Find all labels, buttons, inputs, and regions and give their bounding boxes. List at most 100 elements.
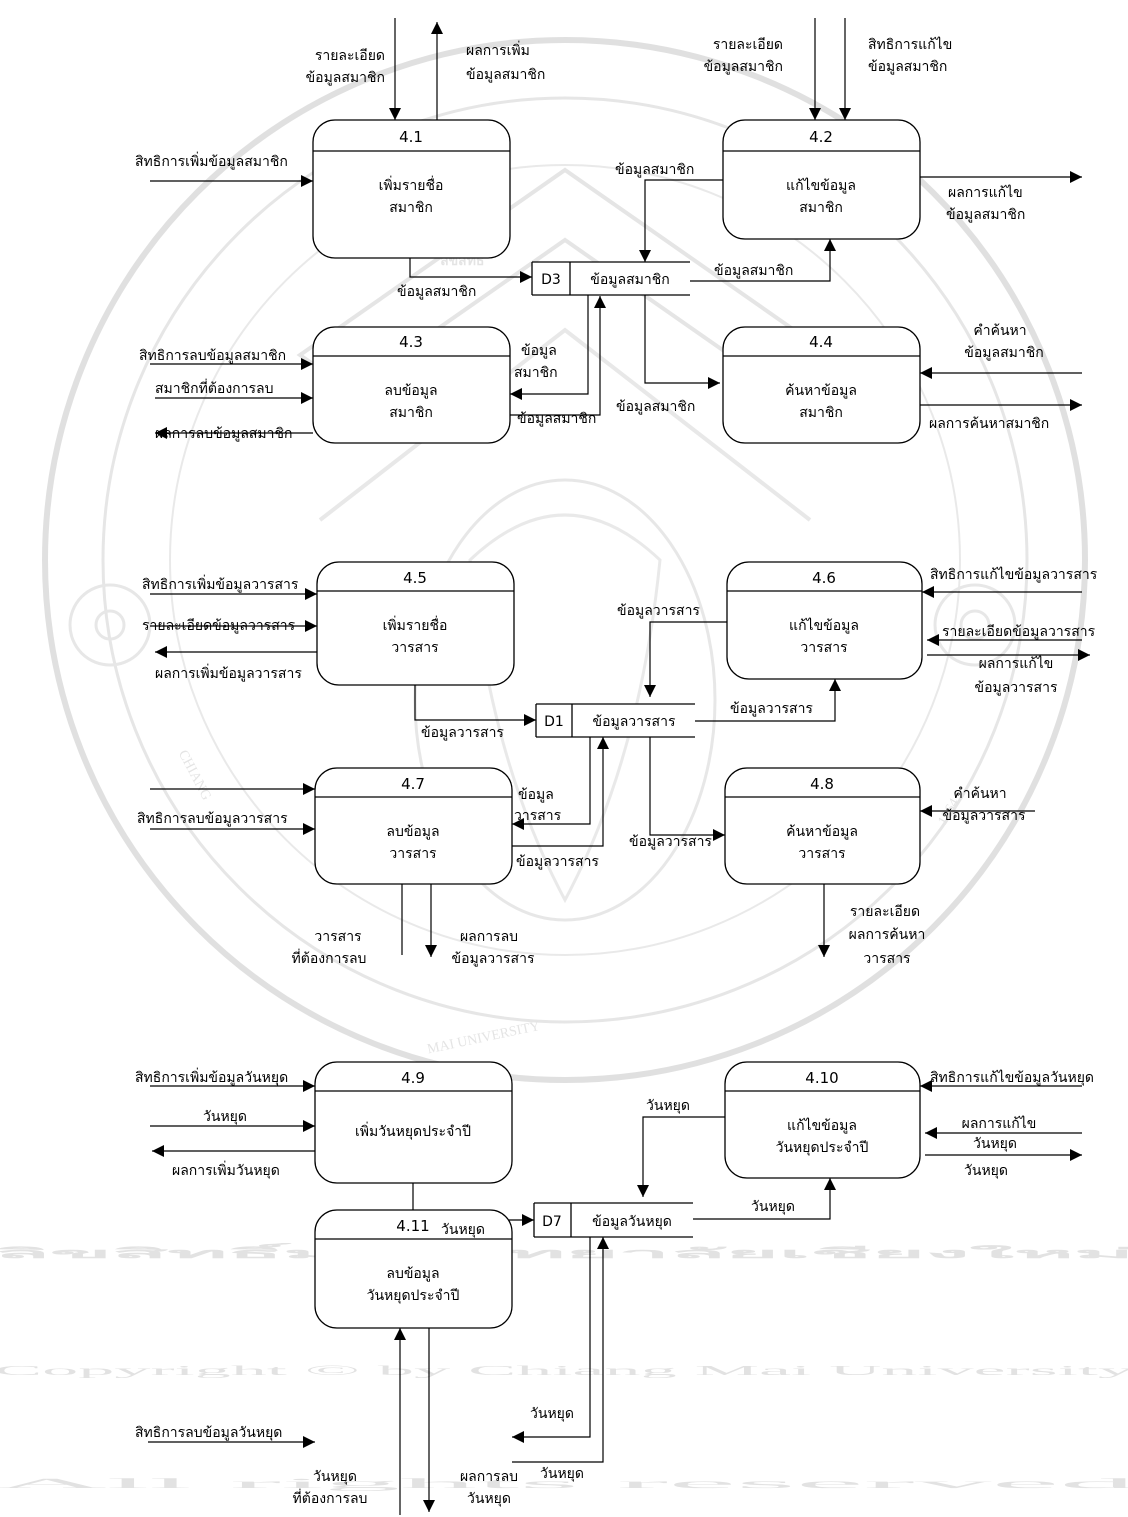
flow-label: ข้อมูลวารสาร (516, 854, 599, 870)
flow-label: ผลการลบ (460, 1469, 518, 1485)
flow-label: รายละเอียดข้อมูลวารสาร (942, 624, 1096, 640)
flow-label: ที่ต้องการลบ (293, 1489, 368, 1507)
process-name-line1: เพิ่มรายชื่อ (383, 616, 448, 634)
process-4-2: 4.2 แก้ไขข้อมูล สมาชิก (722, 119, 921, 240)
process-number: 4.8 (810, 775, 834, 793)
data-store-d1: D1 ข้อมูลวารสาร (535, 703, 695, 738)
flow-label: คำค้นหา (953, 786, 1006, 802)
data-store-d3: D3 ข้อมูลสมาชิก (531, 261, 690, 296)
process-name-line2: สมาชิก (389, 405, 433, 421)
process-4-1: 4.1 เพิ่มรายชื่อ สมาชิก (312, 119, 511, 259)
flow-label: ข้อมูลสมาชิก (704, 59, 783, 75)
process-4-4: 4.4 ค้นหาข้อมูล สมาชิก (722, 326, 921, 444)
process-number: 4.4 (809, 333, 833, 351)
flow-label: ข้อมูล (518, 787, 554, 803)
flow-label: ข้อมูลวารสาร (617, 603, 700, 619)
process-name-line2: วารสาร (389, 846, 437, 862)
seal-ring-bottom-text: MAI UNIVERSITY (426, 1019, 541, 1058)
flow-label: วารสาร (514, 808, 562, 824)
flow-label: ข้อมูลสมาชิก (397, 284, 476, 300)
watermark-copyright-line: Copyright © by Chiang Mai University (0, 1364, 1128, 1379)
process-name-line1: แก้ไขข้อมูล (789, 617, 859, 634)
flow-label: รายละเอียด (850, 904, 920, 920)
flow-label: ข้อมูล (521, 343, 557, 359)
flow-label: วารสาร (863, 951, 911, 967)
process-number: 4.6 (812, 569, 836, 587)
process-name-line2: วันหยุดประจำปี (367, 1288, 460, 1304)
process-number: 4.1 (399, 128, 423, 146)
process-number: 4.10 (805, 1069, 838, 1087)
watermark-rights-line: All rights reserved (0, 1477, 1128, 1492)
process-4-5: 4.5 เพิ่มรายชื่อ วารสาร (316, 561, 515, 686)
data-store-d7: D7 ข้อมูลวันหยุด (533, 1202, 693, 1238)
flow-label: รายละเอียดข้อมูลวารสาร (142, 618, 296, 634)
flow-label: ผลการค้นหาสมาชิก (929, 416, 1049, 432)
flow-label: ข้อมูลวารสาร (629, 834, 712, 850)
process-4-8: 4.8 ค้นหาข้อมูล วารสาร (724, 767, 921, 885)
process-name-line1: ค้นหาข้อมูล (786, 824, 858, 840)
flow-label: สิทธิการแก้ไข (868, 36, 952, 53)
seal-ring-left-text: CHIANG (175, 748, 214, 803)
flow-label: ข้อมูลวารสาร (421, 725, 504, 741)
process-name-line1: เพิ่มวันหยุดประจำปี (355, 1122, 471, 1140)
flow-label: ข้อมูลสมาชิก (306, 70, 385, 86)
flow-label: สิทธิการเพิ่มข้อมูลสมาชิก (135, 152, 288, 170)
process-name-line2: สมาชิก (389, 200, 433, 216)
flow-label: คำค้นหา (973, 323, 1026, 339)
store-name: ข้อมูลสมาชิก (590, 272, 669, 288)
flow-label: วันหยุด (540, 1466, 584, 1482)
flow-label: รายละเอียด (315, 48, 385, 64)
flow-label: ผลการลบข้อมูลสมาชิก (155, 426, 293, 442)
flow-label: วันหยุด (203, 1109, 247, 1125)
flow-labels: รายละเอียด ข้อมูลสมาชิก ผลการเพิ่ม ข้อมู… (135, 36, 1098, 1507)
flow-lines-4-11 (148, 1237, 609, 1515)
process-name-line1: ลบข้อมูล (386, 1266, 439, 1282)
process-name-line1: แก้ไขข้อมูล (786, 177, 856, 194)
process-name-line2: วันหยุดประจำปี (776, 1140, 869, 1156)
flow-label: ผลการเพิ่มวันหยุด (172, 1161, 280, 1179)
process-4-11: 4.11 ลบข้อมูล วันหยุดประจำปี (314, 1209, 513, 1329)
process-name-line2: สมาชิก (799, 200, 843, 216)
flow-label: รายละเอียด (713, 37, 783, 53)
flow-label: วันหยุด (964, 1163, 1008, 1179)
flow-label: สิทธิการแก้ไขข้อมูลวันหยุด (930, 1069, 1094, 1086)
flow-label: วันหยุด (313, 1469, 357, 1485)
flow-label: ข้อมูลสมาชิก (714, 263, 793, 279)
university-seal-watermark: ลิขสิทธิ์ CHIANG MAI UNIVERSITY 1964 (42, 37, 1088, 1083)
process-name-line1: ลบข้อมูล (384, 383, 437, 399)
flow-label: ข้อมูลวารสาร (975, 680, 1058, 696)
flow-label: วันหยุด (751, 1199, 795, 1215)
flow-label: ผลการลบ (460, 929, 518, 945)
process-name-line1: แก้ไขข้อมูล (787, 1117, 857, 1134)
flow-label: ข้อมูลวารสาร (943, 808, 1026, 824)
flow-label: ข้อมูลวารสาร (452, 951, 535, 967)
store-id: D3 (541, 272, 561, 288)
process-number: 4.5 (403, 569, 427, 587)
process-name-line2: สมาชิก (799, 405, 843, 421)
flow-label: ข้อมูลสมาชิก (616, 399, 695, 415)
process-4-10: 4.10 แก้ไขข้อมูล วันหยุดประจำปี (724, 1061, 921, 1179)
flow-label: ผลการแก้ไข (962, 1115, 1037, 1132)
store-id: D7 (542, 1214, 562, 1230)
process-name-line2: วารสาร (798, 846, 846, 862)
flow-label: สิทธิการแก้ไขข้อมูลวารสาร (930, 566, 1098, 583)
flow-label: ข้อมูลสมาชิก (946, 207, 1025, 223)
flow-label: ข้อมูลวารสาร (730, 701, 813, 717)
flow-label: วันหยุด (467, 1491, 511, 1507)
flow-label: วันหยุด (646, 1098, 690, 1114)
flow-label: ผลการเพิ่ม (466, 41, 530, 59)
process-number: 4.2 (809, 128, 833, 146)
flow-lines (150, 18, 1090, 957)
process-4-3: 4.3 ลบข้อมูล สมาชิก (312, 326, 511, 444)
process-name-line1: ลบข้อมูล (386, 824, 439, 840)
flow-label: ข้อมูลสมาชิก (517, 411, 596, 427)
process-4-7: 4.7 ลบข้อมูล วารสาร (314, 767, 513, 885)
watermark-thai-line: ลิขสิทธิ์มหาวิทยาลัยเชียงใหม่ (0, 1242, 1128, 1261)
flow-label: สมาชิก (514, 365, 558, 381)
flow-label: ข้อมูลสมาชิก (868, 59, 947, 75)
flow-label: สิทธิการเพิ่มข้อมูลวันหยุด (135, 1068, 288, 1086)
flow-label: สิทธิการเพิ่มข้อมูลวารสาร (142, 575, 299, 593)
store-name: ข้อมูลวารสาร (593, 714, 676, 730)
flow-label: สิทธิการลบข้อมูลวารสาร (137, 811, 288, 827)
